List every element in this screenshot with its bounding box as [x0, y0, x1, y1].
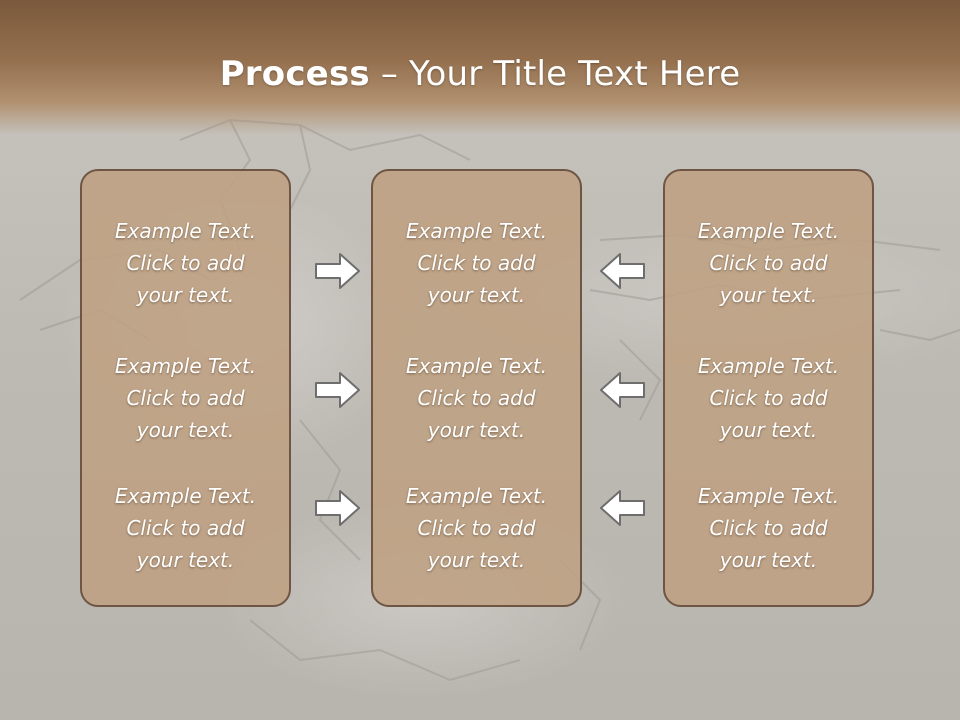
text-line: Example Text. — [405, 219, 548, 243]
text-line: Example Text. — [114, 484, 257, 508]
arrow-left-icon[interactable] — [598, 488, 646, 528]
text-line: your text. — [427, 283, 526, 307]
text-line: Click to add — [126, 516, 245, 540]
text-line: Click to add — [709, 251, 828, 275]
arrow-right-icon[interactable] — [314, 488, 362, 528]
text-line: Click to add — [709, 386, 828, 410]
arrow-right-icon[interactable] — [314, 370, 362, 410]
text-line: Click to add — [417, 516, 536, 540]
text-line: Click to add — [126, 251, 245, 275]
text-line: your text. — [719, 283, 818, 307]
text-line: Click to add — [709, 516, 828, 540]
title-bold: Process — [219, 54, 370, 94]
text-line: Click to add — [126, 386, 245, 410]
text-line: your text. — [136, 283, 235, 307]
process-box-center[interactable]: Example Text. Click to add your text. Ex… — [371, 169, 582, 607]
text-line: Example Text. — [697, 354, 840, 378]
text-placeholder[interactable]: Example Text. Click to add your text. — [665, 215, 872, 311]
title-bar — [0, 0, 960, 135]
text-line: Click to add — [417, 251, 536, 275]
text-placeholder[interactable]: Example Text. Click to add your text. — [373, 350, 580, 446]
title-rest: – Your Title Text Here — [369, 54, 741, 94]
process-box-left[interactable]: Example Text. Click to add your text. Ex… — [80, 169, 291, 607]
text-line: Example Text. — [697, 484, 840, 508]
text-line: Click to add — [417, 386, 536, 410]
arrow-right-icon[interactable] — [314, 251, 362, 291]
text-line: your text. — [136, 418, 235, 442]
text-placeholder[interactable]: Example Text. Click to add your text. — [665, 350, 872, 446]
text-line: Example Text. — [114, 219, 257, 243]
text-line: Example Text. — [697, 219, 840, 243]
text-line: Example Text. — [405, 484, 548, 508]
text-placeholder[interactable]: Example Text. Click to add your text. — [373, 215, 580, 311]
text-placeholder[interactable]: Example Text. Click to add your text. — [373, 480, 580, 576]
page-title[interactable]: Process – Your Title Text Here — [0, 54, 960, 94]
text-line: your text. — [136, 548, 235, 572]
text-placeholder[interactable]: Example Text. Click to add your text. — [82, 350, 289, 446]
arrow-left-icon[interactable] — [598, 251, 646, 291]
arrow-left-icon[interactable] — [598, 370, 646, 410]
text-placeholder[interactable]: Example Text. Click to add your text. — [82, 215, 289, 311]
text-line: Example Text. — [114, 354, 257, 378]
text-line: your text. — [427, 548, 526, 572]
text-placeholder[interactable]: Example Text. Click to add your text. — [665, 480, 872, 576]
text-line: your text. — [427, 418, 526, 442]
text-placeholder[interactable]: Example Text. Click to add your text. — [82, 480, 289, 576]
text-line: Example Text. — [405, 354, 548, 378]
text-line: your text. — [719, 548, 818, 572]
text-line: your text. — [719, 418, 818, 442]
process-box-right[interactable]: Example Text. Click to add your text. Ex… — [663, 169, 874, 607]
